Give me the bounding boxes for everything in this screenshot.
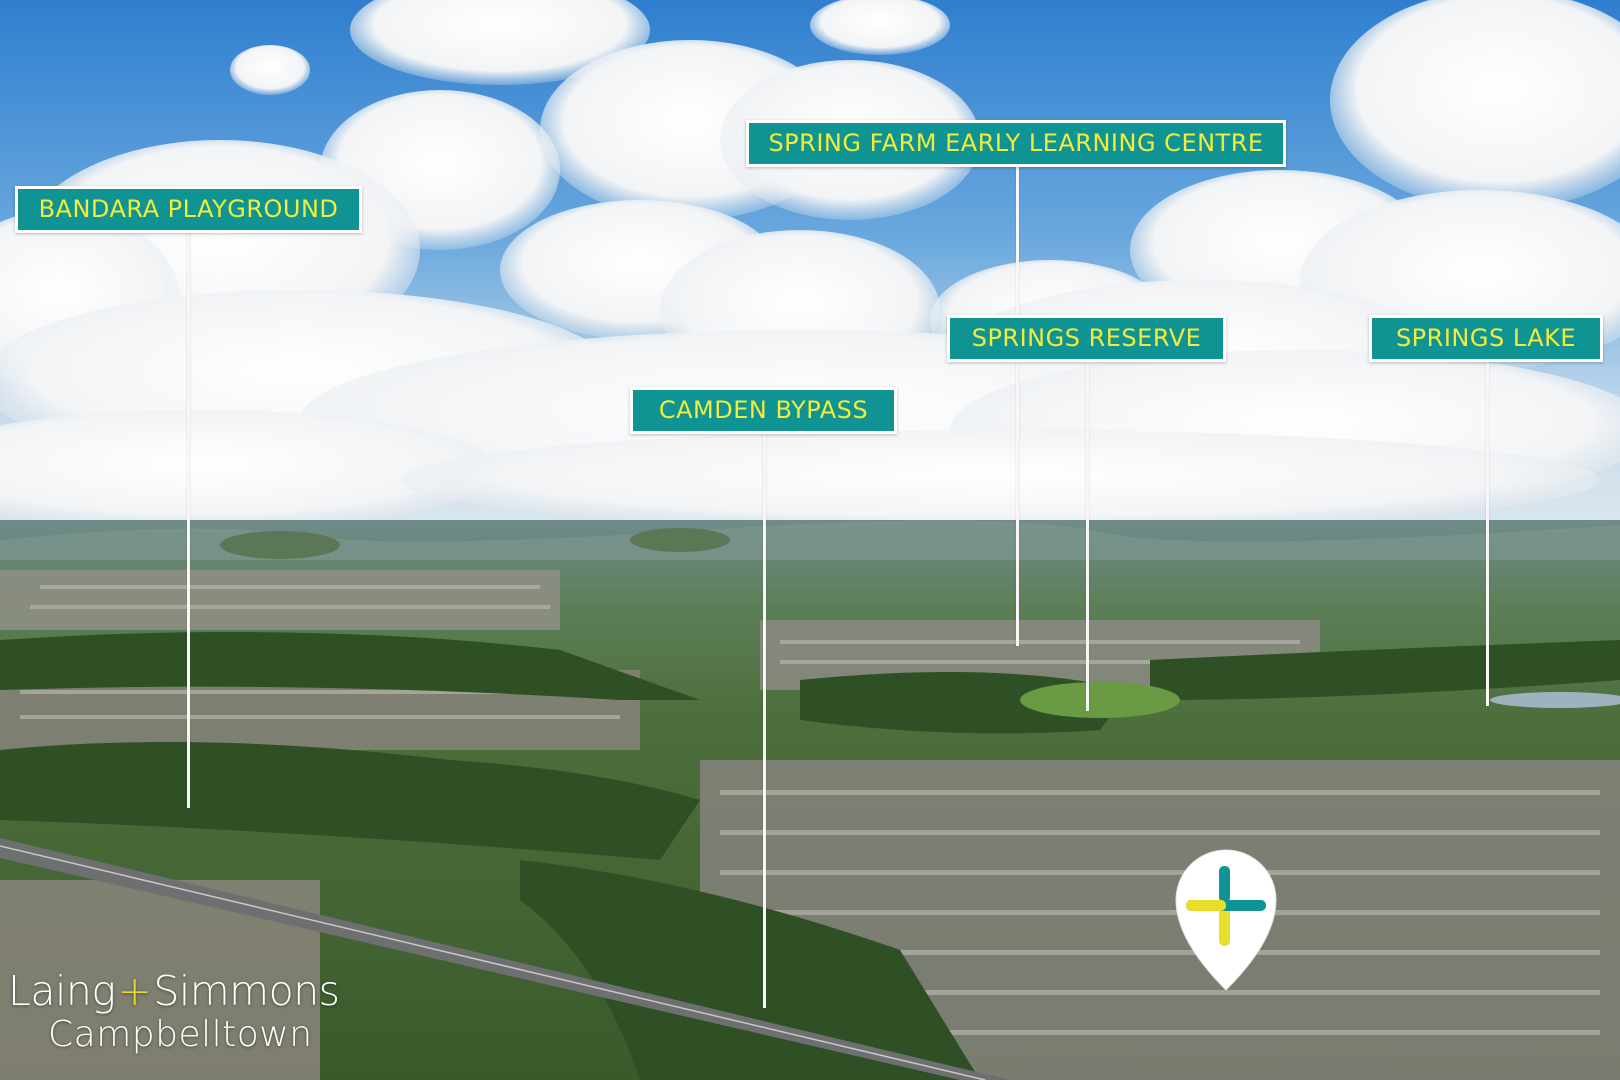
leader-springs-reserve xyxy=(1086,361,1089,711)
brand-name-part2: Simmons xyxy=(153,967,340,1015)
label-bandara-playground: BANDARA PLAYGROUND xyxy=(15,186,362,233)
leader-camden-bypass xyxy=(763,433,766,1008)
leader-bandara xyxy=(187,231,190,808)
property-pin xyxy=(1175,849,1277,991)
house-dots xyxy=(20,585,1600,1035)
label-camden-bypass: CAMDEN BYPASS xyxy=(630,387,897,434)
brand-name-part1: Laing xyxy=(8,967,116,1015)
leader-springs-lake xyxy=(1486,361,1489,706)
brand-office: Campbelltown xyxy=(48,1014,313,1055)
brand-separator: + xyxy=(117,967,152,1015)
brand-logo: Laing+Simmons Campbelltown xyxy=(8,968,340,1056)
clouds xyxy=(0,0,1620,530)
leader-early-learning xyxy=(1016,166,1019,646)
label-springs-lake: SPRINGS LAKE xyxy=(1369,315,1603,362)
label-springs-reserve: SPRINGS RESERVE xyxy=(947,315,1226,362)
highway xyxy=(0,838,1010,1080)
label-spring-farm-early-learning-centre: SPRING FARM EARLY LEARNING CENTRE xyxy=(746,120,1286,167)
